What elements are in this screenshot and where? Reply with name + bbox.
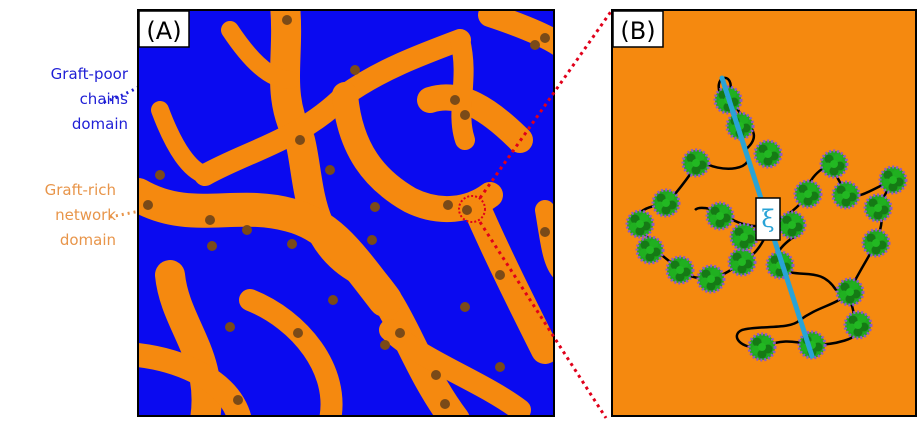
graft-poor-label-line2: chains xyxy=(79,90,128,108)
particle-dot xyxy=(242,225,252,235)
particle-dot xyxy=(293,328,303,338)
grafted-particle xyxy=(651,188,681,218)
particle-dot xyxy=(328,295,338,305)
grafted-particle xyxy=(777,210,807,240)
particle-dot xyxy=(287,239,297,249)
particle-dot xyxy=(495,362,505,372)
grafted-particle xyxy=(729,222,759,252)
graft-rich-network xyxy=(138,10,554,416)
panel-a-tag-box xyxy=(138,10,190,48)
particle-dot xyxy=(143,200,153,210)
panel-a: (A) xyxy=(137,9,555,417)
particle-dot xyxy=(155,170,165,180)
particle-dot xyxy=(440,399,450,409)
panel-a-tag: (A) xyxy=(146,17,181,45)
graft-rich-label-line1: Graft-rich xyxy=(44,181,116,199)
particle-dot xyxy=(325,165,335,175)
grafted-particle xyxy=(665,255,695,285)
graft-poor-label-line1: Graft-poor xyxy=(50,65,128,83)
particle-dot xyxy=(460,110,470,120)
xi-inset-box xyxy=(755,197,781,241)
particle-dot xyxy=(395,328,405,338)
grafted-particle xyxy=(625,209,655,239)
graft-rich-label-line3: domain xyxy=(59,231,116,249)
particle-dot xyxy=(350,65,360,75)
grafted-particle xyxy=(843,310,873,340)
particle-dot xyxy=(540,227,550,237)
graft-rich-connector xyxy=(109,209,141,219)
zoom-line-top xyxy=(478,9,614,199)
particle-dot xyxy=(233,395,243,405)
zoom-region-circle xyxy=(458,195,486,223)
grafted-particle xyxy=(863,193,893,223)
particle-dots xyxy=(143,15,550,409)
grafted-particle xyxy=(835,277,865,307)
graft-rich-label: Graft-rich network domain xyxy=(8,178,116,253)
particle-dot xyxy=(443,200,453,210)
grafted-particle xyxy=(861,228,891,258)
graft-poor-connector xyxy=(103,83,143,104)
graft-poor-label: Graft-poor chains domain xyxy=(8,62,128,137)
particle-dot xyxy=(495,270,505,280)
particle-dot xyxy=(462,205,472,215)
grafted-particle xyxy=(727,247,757,277)
particle-dot xyxy=(370,202,380,212)
panel-b: ξ (B) xyxy=(611,9,917,417)
grafted-particle xyxy=(878,165,908,195)
particle-dot xyxy=(380,340,390,350)
grafted-particle xyxy=(753,139,783,169)
particle-dot xyxy=(431,370,441,380)
grafted-particle xyxy=(696,264,726,294)
particle-dot xyxy=(530,40,540,50)
particle-dot xyxy=(540,33,550,43)
grafted-particle xyxy=(681,148,711,178)
particle-dot xyxy=(460,302,470,312)
particle-dot xyxy=(282,15,292,25)
particle-dot xyxy=(367,235,377,245)
particle-dot xyxy=(295,135,305,145)
panel-b-tag-box xyxy=(612,10,664,48)
grafted-particle xyxy=(635,235,665,265)
xi-symbol: ξ xyxy=(761,205,774,233)
graft-poor-label-line3: domain xyxy=(71,115,128,133)
graft-rich-label-line2: network xyxy=(55,206,116,224)
grafted-particle xyxy=(705,201,735,231)
particle-dot xyxy=(207,241,217,251)
grafted-particle xyxy=(831,180,861,210)
panel-a-border xyxy=(137,9,555,417)
grafted-particle xyxy=(747,332,777,362)
particle-dot xyxy=(450,95,460,105)
particle-dot xyxy=(225,322,235,332)
panel-b-tag: (B) xyxy=(620,17,655,45)
grafted-particle xyxy=(793,179,823,209)
grafted-particle xyxy=(819,149,849,179)
particle-dot xyxy=(205,215,215,225)
